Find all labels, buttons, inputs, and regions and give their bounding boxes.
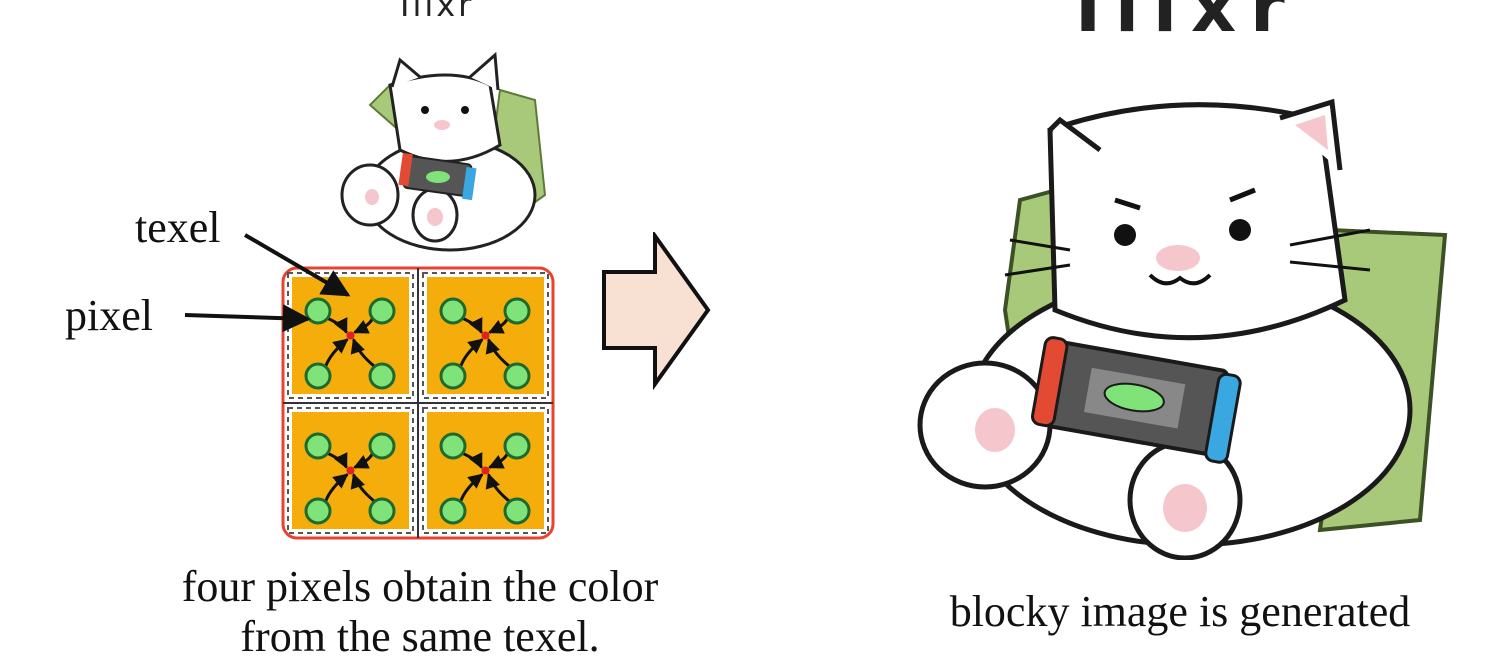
texel-grid xyxy=(184,233,555,540)
texel-arrow xyxy=(243,233,351,297)
pixel-dot xyxy=(439,497,467,525)
small-cat-illustration xyxy=(340,51,547,252)
pixel-dot xyxy=(368,362,396,390)
texel-sample-point xyxy=(481,331,490,340)
pixel-dot xyxy=(368,497,396,525)
texel-cell xyxy=(422,272,549,399)
sample-arrow xyxy=(461,451,483,469)
pixel-dot xyxy=(439,297,467,325)
pixel-dot xyxy=(304,432,332,460)
pixel-dot xyxy=(304,497,332,525)
pixel-dot xyxy=(368,297,396,325)
texel-cell xyxy=(287,407,414,534)
sample-arrow xyxy=(350,338,376,368)
sample-arrow xyxy=(326,451,348,469)
sample-arrow xyxy=(326,316,348,334)
signature-small: Iiixr xyxy=(400,0,475,24)
left-caption: four pixels obtain the color from the sa… xyxy=(120,562,720,662)
pixel-dot xyxy=(503,497,531,525)
signature-large: Iiixr xyxy=(1075,0,1299,48)
pixel-dot xyxy=(503,362,531,390)
texel-label: texel xyxy=(135,203,221,252)
sample-arrow xyxy=(485,338,511,368)
texel-sample-point xyxy=(346,466,355,475)
pixel-dot xyxy=(503,432,531,460)
pixel-dot xyxy=(503,297,531,325)
texel-sample-point xyxy=(481,466,490,475)
sample-arrow xyxy=(459,338,484,368)
pixel-dot xyxy=(368,432,396,460)
large-cat-illustration xyxy=(917,98,1448,560)
pixel-dot xyxy=(439,432,467,460)
sample-arrow xyxy=(350,473,376,503)
left-caption-line2: from the same texel. xyxy=(240,612,600,661)
pixel-dot xyxy=(304,297,332,325)
pixel-label: pixel xyxy=(65,291,153,340)
left-caption-line1: four pixels obtain the color xyxy=(181,562,659,611)
texel-cell xyxy=(422,407,549,534)
pixel-dot xyxy=(439,362,467,390)
sample-arrow xyxy=(461,316,483,334)
pixel-arrow xyxy=(184,304,311,333)
sample-arrow xyxy=(459,473,484,503)
right-caption: blocky image is generated xyxy=(949,587,1411,636)
texel-cell xyxy=(287,272,414,399)
sample-arrow xyxy=(485,473,511,503)
texel-sample-point xyxy=(346,331,355,340)
sample-arrow xyxy=(324,473,349,503)
sample-arrow xyxy=(324,338,349,368)
right-arrow-icon xyxy=(602,232,711,391)
pixel-dot xyxy=(304,362,332,390)
